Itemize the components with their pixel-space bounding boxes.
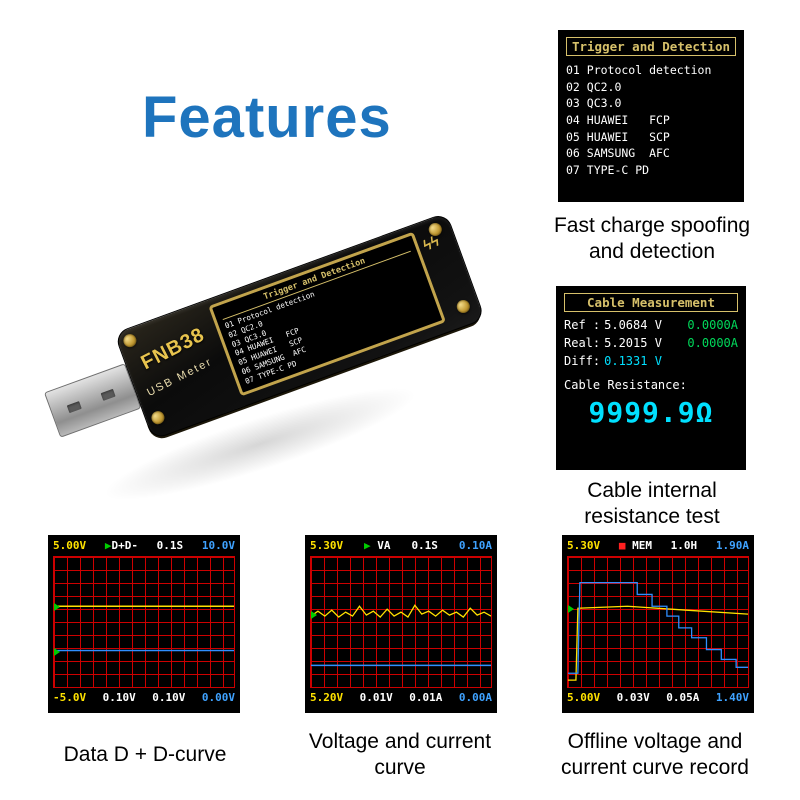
cable-caption: Cable internal resistance test: [584, 479, 720, 529]
scope-footer-value: -5.0V: [53, 690, 87, 704]
play-marker-icon: ▶: [104, 539, 112, 552]
scope-mode-label: MEM: [632, 539, 652, 552]
scope-footer-value: 5.00V: [567, 690, 601, 704]
scope-grid: [53, 555, 235, 688]
scope-grid: [567, 555, 749, 688]
scope-timebase: 0.1S: [411, 539, 438, 552]
scope-voltage-scale: 5.30V: [310, 539, 344, 552]
real-voltage: 5.2015 V: [604, 336, 662, 350]
usb-a-plug: [43, 363, 142, 438]
scope-footer: 5.00V 0.03V 0.05A 1.40V: [567, 691, 749, 705]
scope-c-caption: Offline voltage and current curve record: [561, 730, 749, 780]
scope-second-scale: 0.10A: [458, 539, 492, 552]
scope-timebase: 1.0H: [670, 539, 698, 552]
scope-footer-value: 0.03V: [616, 690, 650, 704]
real-current: 0.0000A: [687, 336, 738, 350]
scope-waveform: [311, 603, 491, 666]
menu-item: 07 TYPE-C PD: [566, 163, 650, 178]
scope-footer-value: 0.01V: [359, 690, 393, 704]
trigger-marker-icon: [568, 604, 574, 613]
scope-footer-value: 1.40V: [715, 690, 749, 704]
scope-waveform: [568, 581, 748, 681]
scope-mode-label: VA: [377, 539, 391, 552]
measurement-row: Ref : 5.0684 V 0.0000A: [564, 318, 738, 332]
scope-footer: -5.0V 0.10V 0.10V 0.00V: [53, 691, 235, 705]
measurement-row: Diff: 0.1331 V: [564, 354, 738, 368]
scope-footer-value: 0.00A: [458, 690, 492, 704]
scope-header: 5.00V ▶D+D- 0.1S 10.0V: [53, 539, 235, 553]
ref-label: Ref :: [564, 318, 601, 332]
scope-header: 5.30V ▶ VA 0.1S 0.10A: [310, 539, 492, 553]
scope-mode: ▶D+D-: [105, 539, 138, 553]
scope-mode: ▶ VA: [364, 539, 391, 553]
menu-item: 04 HUAWEI FCP: [566, 113, 670, 128]
menu-item: 05 HUAWEI SCP: [566, 129, 670, 144]
cable-resistance-value: 9999.9Ω: [588, 396, 714, 429]
ref-voltage: 5.0684 V: [604, 318, 662, 332]
scope-header: 5.30V ■ MEM 1.0H 1.90A: [567, 539, 749, 553]
scope-a-caption: Data D + D-curve: [63, 743, 227, 766]
scope-screen-data-curve: 5.00V ▶D+D- 0.1S 10.0V -5.0V 0.10V 0.10V…: [48, 535, 240, 713]
scope-waveform: [54, 605, 234, 652]
trigger-marker-icon: [311, 610, 317, 619]
cable-measurement-screen: Cable Measurement Ref : 5.0684 V 0.0000A…: [556, 286, 746, 470]
plug-hole-icon: [100, 388, 116, 401]
scope-footer-value: 0.00V: [201, 690, 235, 704]
scope-grid: [310, 555, 492, 688]
screen-title: Trigger and Detection: [566, 37, 736, 56]
trigger-detection-screen: Trigger and Detection 01 Protocol detect…: [558, 30, 744, 202]
play-marker-icon: ▶: [364, 539, 371, 552]
trigger-caption: Fast charge spoofing and detection: [553, 214, 751, 264]
diff-voltage: 0.1331 V: [604, 354, 662, 368]
scope-footer-value: 0.10V: [152, 690, 186, 704]
plug-hole-icon: [66, 401, 82, 414]
menu-item: 02 QC2.0: [566, 79, 622, 94]
ref-current: 0.0000A: [687, 318, 738, 332]
scope-mode-label: D+D-: [111, 539, 138, 552]
scope-voltage-scale: 5.00V: [53, 539, 87, 552]
scope-footer-value: 5.20V: [310, 690, 344, 704]
scope-footer-value: 0.10V: [102, 690, 136, 704]
page-title: Features: [142, 85, 392, 150]
scope-screen-record-curve: 5.30V ■ MEM 1.0H 1.90A 5.00V 0.03V 0.05A…: [562, 535, 754, 713]
trigger-marker-icon: [54, 602, 60, 611]
scope-timebase: 0.1S: [156, 539, 184, 552]
diff-label: Diff:: [564, 354, 601, 368]
real-label: Real:: [564, 336, 601, 350]
screen-title: Cable Measurement: [564, 293, 738, 312]
scope-screen-va-curve: 5.30V ▶ VA 0.1S 0.10A 5.20V 0.01V 0.01A …: [305, 535, 497, 713]
menu-item: 03 QC3.0: [566, 96, 622, 111]
scope-b-caption: Voltage and current curve: [308, 730, 492, 780]
scope-footer-value: 0.05A: [666, 690, 700, 704]
scope-voltage-scale: 5.30V: [567, 539, 601, 552]
scope-footer: 5.20V 0.01V 0.01A 0.00A: [310, 691, 492, 705]
cable-resistance-label: Cable Resistance:: [564, 378, 687, 392]
menu-item: 06 SAMSUNG AFC: [566, 146, 670, 161]
scope-footer-value: 0.01A: [409, 690, 443, 704]
scope-second-scale: 10.0V: [201, 539, 235, 552]
measurement-row: Real: 5.2015 V 0.0000A: [564, 336, 738, 350]
trigger-marker-icon: [54, 647, 60, 656]
record-marker-icon: ■: [618, 539, 626, 552]
menu-item: 01 Protocol detection: [566, 63, 712, 77]
scope-second-scale: 1.90A: [715, 539, 749, 552]
scope-mode: ■ MEM: [619, 539, 652, 553]
